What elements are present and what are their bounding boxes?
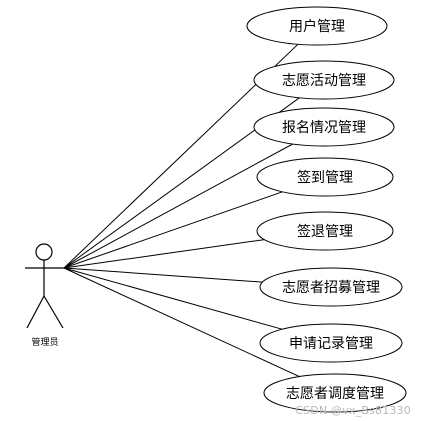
use-case-ellipse (256, 157, 394, 197)
actor-left-leg (26, 295, 45, 329)
association-line (63, 191, 283, 269)
use-case-ellipse (253, 107, 395, 147)
use-case-label: 志愿活动管理 (282, 73, 366, 89)
association-line (63, 239, 265, 269)
actor-right-leg (43, 295, 64, 329)
actor-head (35, 243, 53, 261)
use-case-ellipse (259, 323, 403, 363)
association-line (63, 267, 283, 330)
use-case-ellipse (263, 373, 407, 413)
use-case-label: 签到管理 (297, 169, 353, 186)
use-case-label: 志愿者招募管理 (282, 280, 380, 296)
use-case-label: 志愿者调度管理 (286, 386, 384, 402)
association-line (63, 267, 263, 283)
use-case-label: 签退管理 (297, 223, 353, 240)
connectors (63, 43, 300, 378)
association-line (63, 143, 293, 269)
use-case-label: 用户管理 (289, 18, 345, 35)
use-case-ellipse (259, 267, 403, 307)
use-cases: 用户管理志愿活动管理报名情况管理签到管理签退管理志愿者招募管理申请记录管理志愿者… (246, 6, 407, 413)
use-case-label: 申请记录管理 (289, 336, 373, 352)
actor-label: 管理员 (31, 336, 58, 348)
use-case-ellipse (246, 6, 388, 46)
use-case-ellipse (256, 211, 394, 251)
use-case-ellipse (253, 60, 395, 100)
watermark: CSDN @vx_Bs81330 (295, 404, 411, 417)
association-line (63, 267, 300, 378)
use-case-label: 报名情况管理 (282, 120, 366, 136)
actor (25, 243, 64, 329)
